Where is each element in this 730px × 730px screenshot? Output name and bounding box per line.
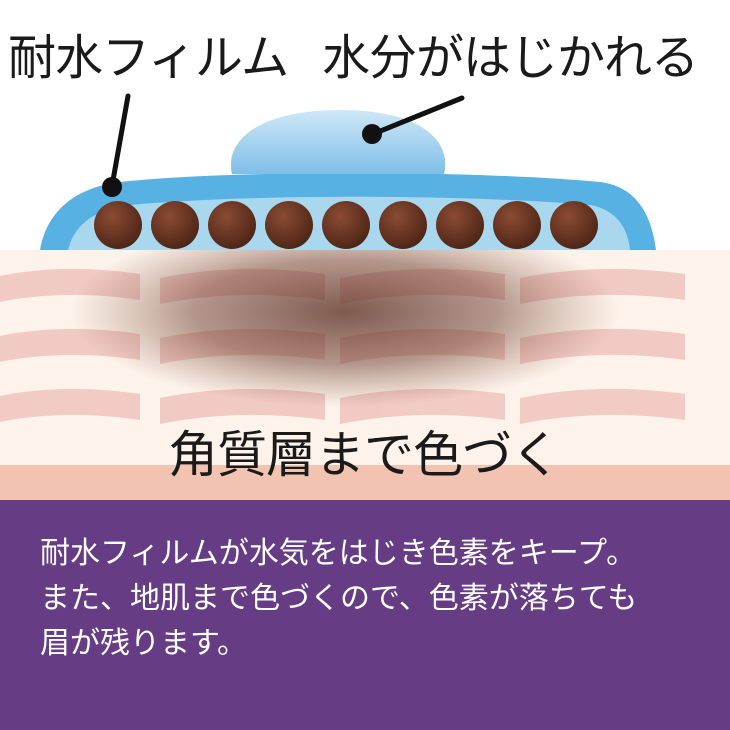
- pointer-water: [362, 95, 465, 144]
- pigment-particle: [493, 201, 541, 249]
- pigment-particle: [379, 201, 427, 249]
- skin-color-label: 角質層まで色づく: [168, 426, 561, 484]
- caption-line-2: また、地肌まで色づくので、色素が落ちても: [40, 581, 638, 616]
- skin-band: [0, 465, 730, 500]
- diagram-illustration: [0, 93, 730, 500]
- pigment-particle: [265, 201, 313, 249]
- pigment-stain: [70, 217, 620, 407]
- pigment-particle: [550, 201, 598, 249]
- diagram: 耐水フィルム 水分がはじかれる 角質層まで色づく: [0, 30, 730, 500]
- caption-panel: 耐水フィルムが水気をはじき色素をキープ。 また、地肌まで色づくので、色素が落ちて…: [0, 500, 730, 730]
- pigment-particles: [94, 201, 598, 249]
- film-label: 耐水フィルム: [8, 30, 289, 86]
- pigment-particle: [436, 201, 484, 249]
- water-repel-label: 水分がはじかれる: [322, 30, 699, 86]
- pigment-particle: [94, 201, 142, 249]
- pigment-particle: [322, 201, 370, 249]
- caption-line-3: 眉が残ります。: [40, 626, 247, 661]
- pointer-film: [102, 93, 131, 197]
- pigment-particle: [151, 201, 199, 249]
- pigment-particle: [208, 201, 256, 249]
- caption-line-1: 耐水フィルムが水気をはじき色素をキープ。: [40, 536, 637, 571]
